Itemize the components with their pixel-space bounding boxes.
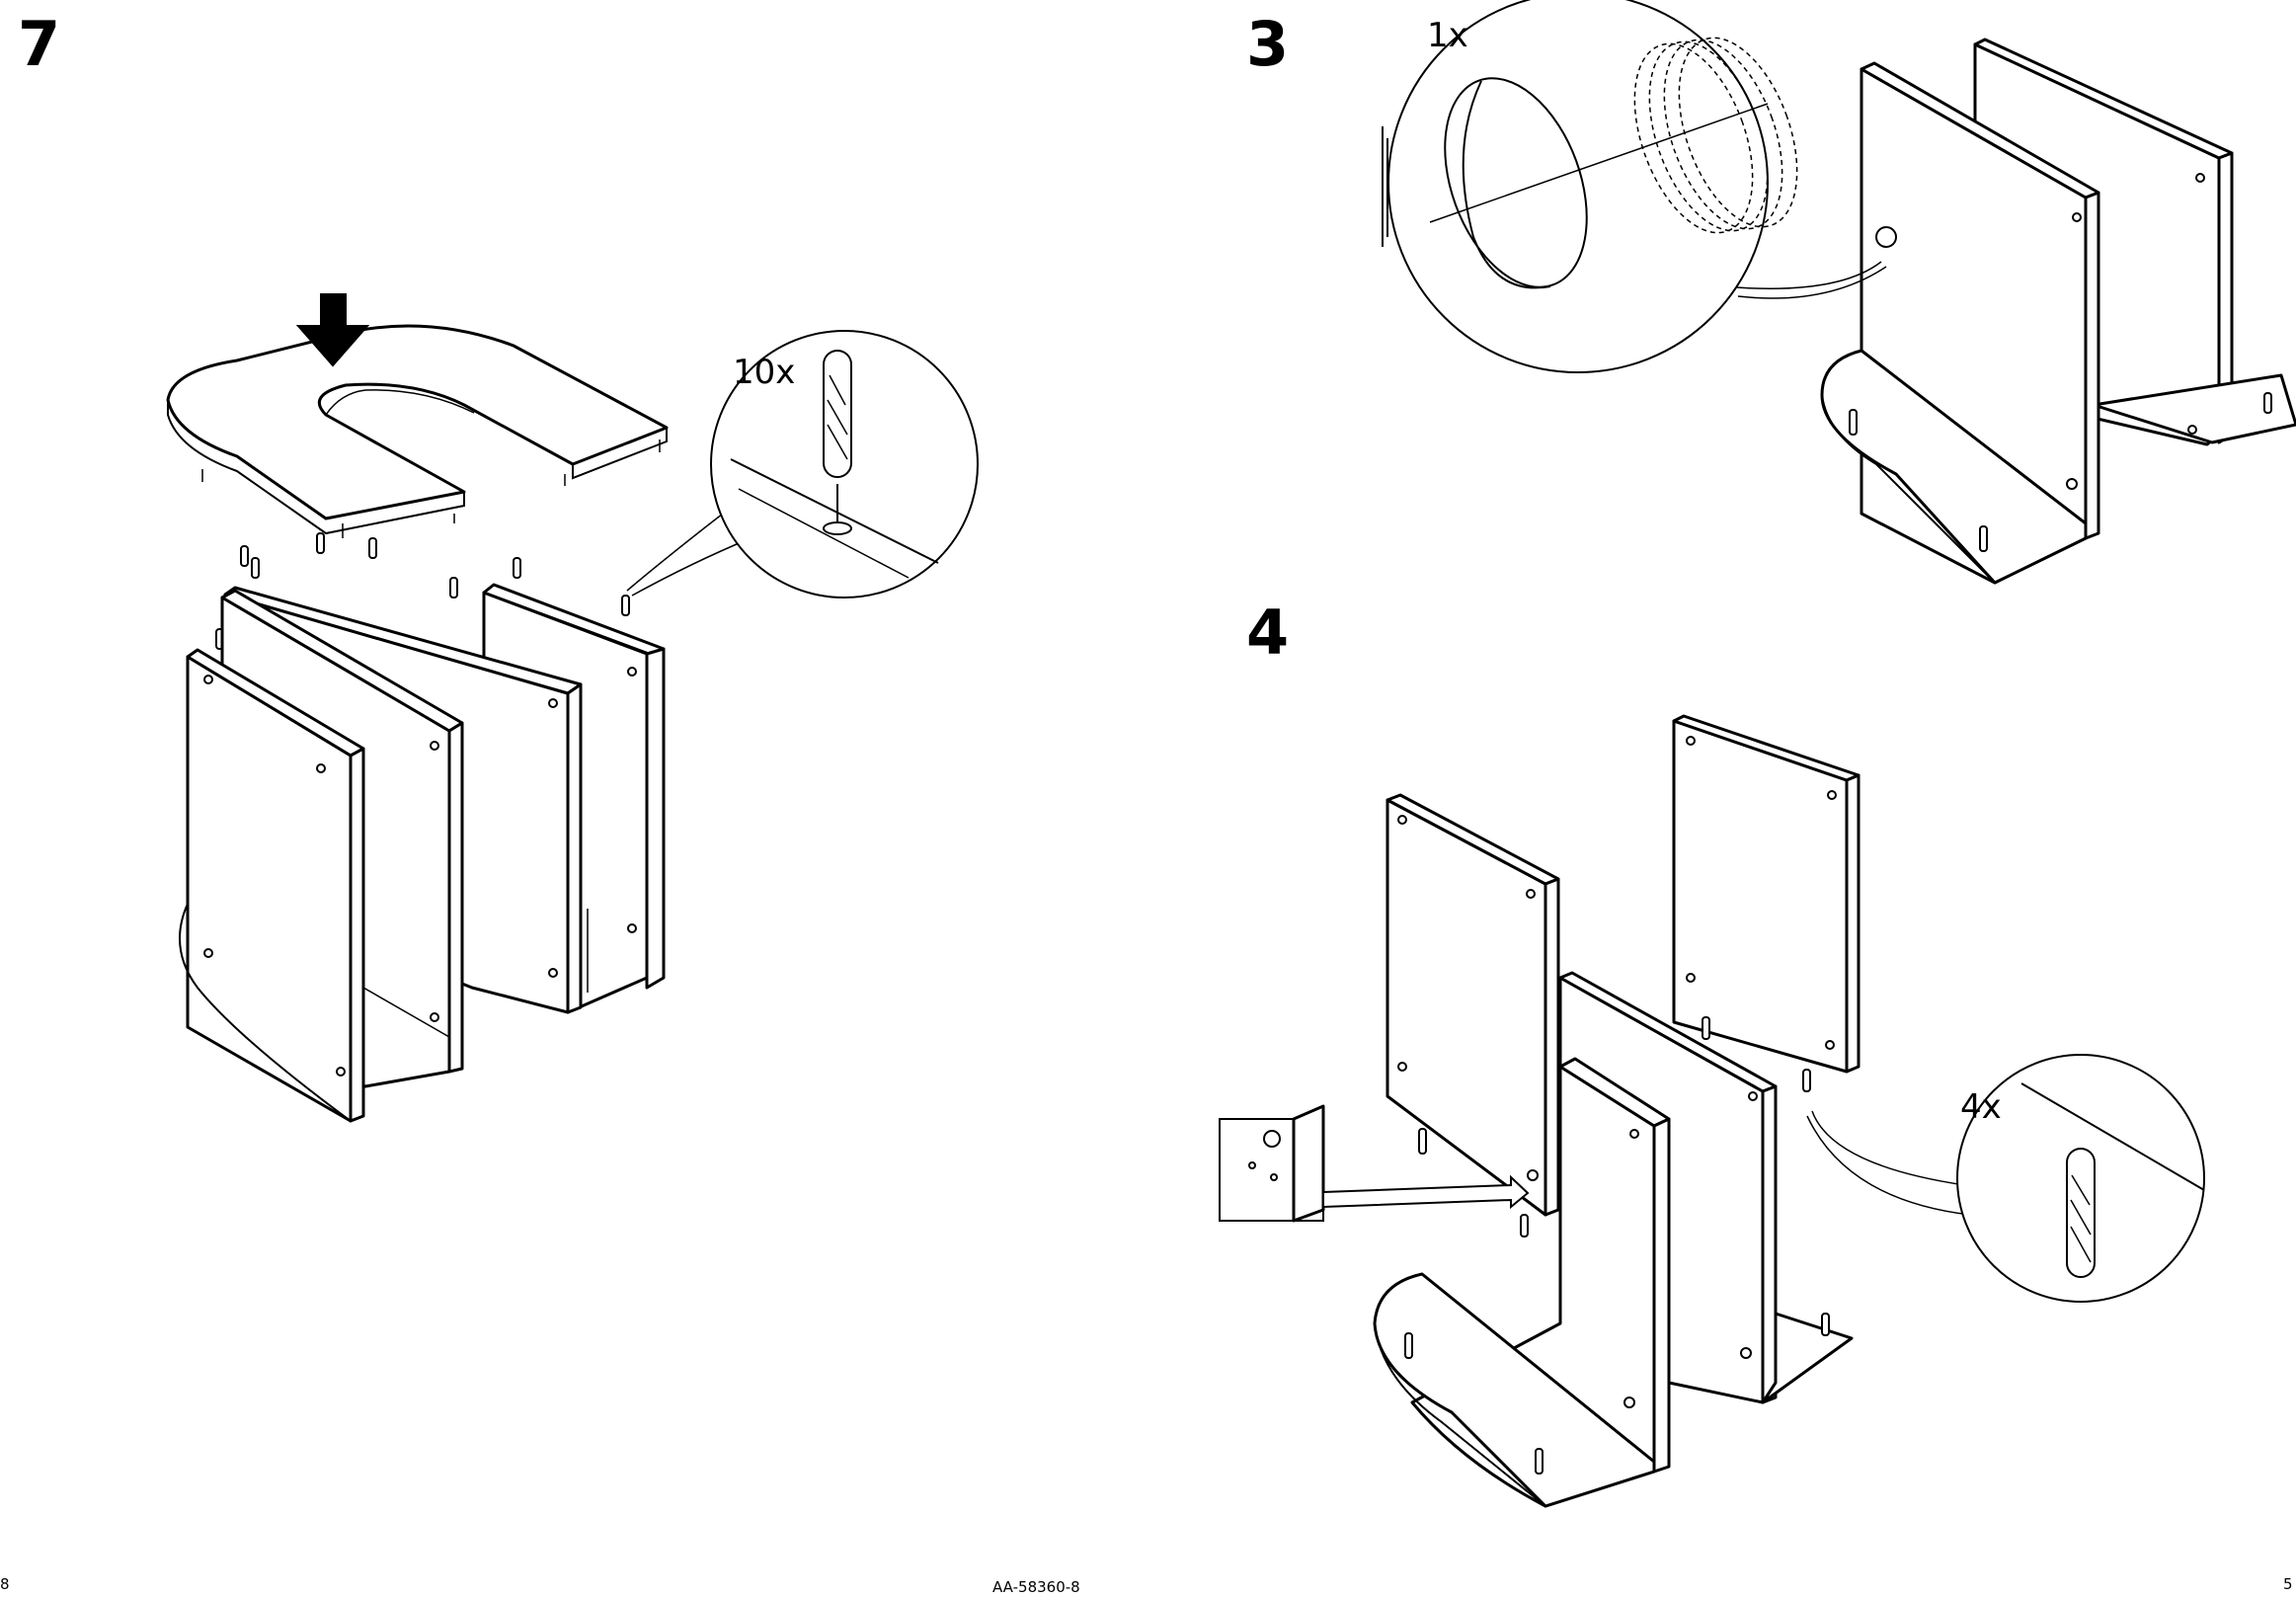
wooden-dowel-icon-4: [2067, 1149, 2095, 1277]
dowel-callout-4: 4x: [1957, 1055, 2204, 1302]
dowel-quantity-label: 10x: [733, 353, 795, 392]
dowel-callout: 10x: [627, 331, 978, 598]
step-4-illustration: 4x: [1220, 716, 2204, 1506]
dowel-quantity-label-4: 4x: [1960, 1087, 2002, 1127]
right-page-number: 5: [2283, 1577, 2293, 1592]
step-7-illustration: 10x: [168, 294, 978, 1121]
step-3-illustration: 1x: [1383, 0, 2296, 583]
u-shaped-top-panel: [168, 326, 667, 538]
plug-callout: 1x: [1383, 0, 1820, 372]
document-code: AA-58360-8: [992, 1580, 1080, 1595]
left-page-number: 8: [0, 1577, 10, 1592]
plug-quantity-label: 1x: [1427, 16, 1468, 55]
